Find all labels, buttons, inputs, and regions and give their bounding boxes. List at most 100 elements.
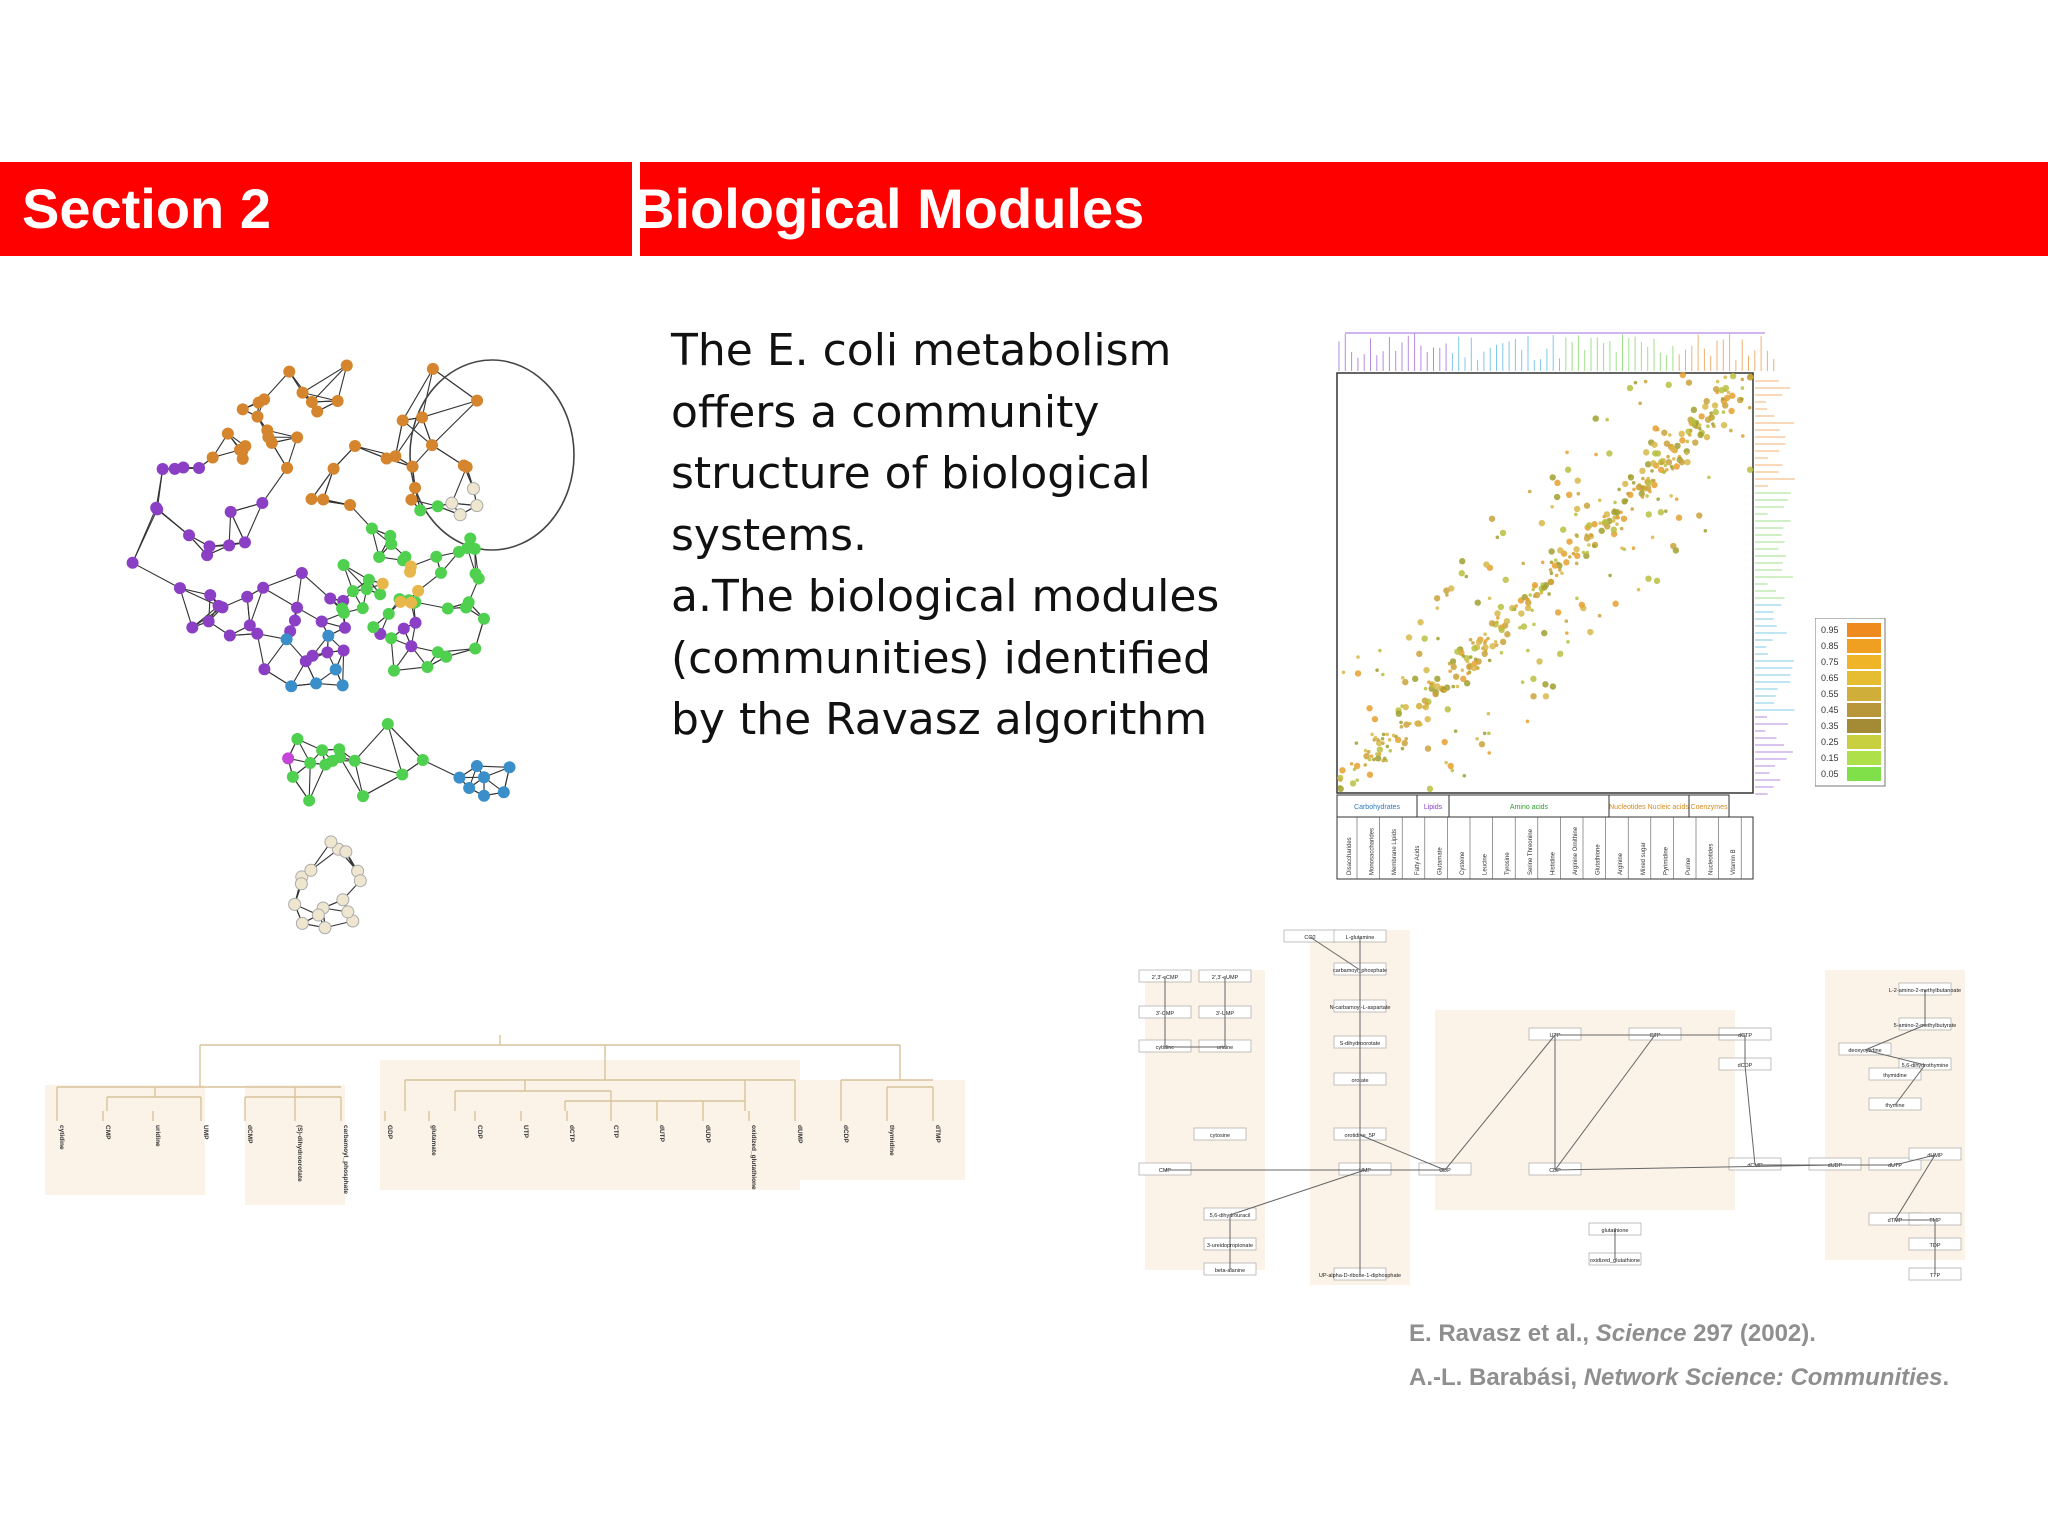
dendrogram-link: [199, 1035, 901, 1087]
matrix-cell: [1432, 690, 1439, 698]
matrix-cell: [1673, 463, 1680, 470]
pathway-node-label: dUTP: [1888, 1163, 1902, 1169]
matrix-cell: [1664, 509, 1668, 513]
dendrogram-leaf-label: thymidine: [888, 1125, 895, 1156]
pathway-node-label: deoxycytidine: [1848, 1048, 1881, 1054]
matrix-cell: [1441, 738, 1448, 746]
network-node: [382, 607, 395, 620]
matrix-cell: [1551, 562, 1559, 569]
matrix-cell: [1475, 736, 1479, 741]
matrix-cell: [1581, 550, 1586, 555]
matrix-cell: [1376, 746, 1384, 753]
matrix-cell: [1423, 686, 1428, 691]
pathway-node: [1418, 1162, 1472, 1176]
network-node: [440, 650, 453, 663]
network-edge: [431, 400, 478, 446]
matrix-cell: [1532, 622, 1536, 627]
network-node: [434, 566, 447, 579]
matrix-cell: [1657, 509, 1665, 516]
matrix-cell: [1656, 497, 1660, 501]
matrix-cell: [1497, 603, 1505, 611]
matrix-cell: [1568, 555, 1572, 559]
matrix-cell: [1669, 494, 1673, 498]
matrix-cell: [1648, 489, 1652, 494]
matrix-cell: [1703, 528, 1708, 533]
matrix-cell: [1740, 386, 1745, 390]
matrix-cell: [1388, 748, 1393, 753]
network-node: [338, 621, 351, 634]
network-node: [221, 427, 234, 440]
matrix-subcategory-label: Membrane Lipids: [1392, 829, 1398, 875]
network-node: [409, 616, 422, 629]
matrix-cell: [1633, 380, 1638, 385]
matrix-cell: [1530, 675, 1537, 683]
matrix-category-label: Carbohydrates: [1354, 804, 1400, 811]
intro-line: a.The biological modules: [671, 571, 1220, 622]
network-node: [385, 537, 398, 550]
network-edge: [394, 420, 404, 457]
network-edge: [337, 365, 348, 402]
legend-swatch: [1847, 719, 1881, 733]
pathway-node-label: UP-alpha-D-ribose-1-diphosphate: [1319, 1273, 1401, 1279]
matrix-cell: [1541, 629, 1548, 637]
network-node: [426, 439, 439, 452]
matrix-cell: [1612, 515, 1616, 520]
matrix-cell: [1423, 666, 1430, 674]
matrix-cell: [1514, 604, 1519, 608]
matrix-cell: [1720, 397, 1725, 401]
matrix-cell: [1587, 628, 1594, 636]
matrix-cell: [1666, 454, 1670, 459]
matrix-cell: [1542, 693, 1550, 700]
matrix-cell: [1434, 675, 1441, 683]
matrix-cell: [1669, 464, 1674, 469]
network-node: [239, 440, 252, 453]
dendrogram-leaf-label: dTMP: [934, 1125, 941, 1143]
matrix-cell: [1385, 732, 1389, 737]
matrix-cell: [1533, 591, 1541, 599]
matrix-cell: [1405, 634, 1413, 641]
matrix-cell: [1615, 522, 1619, 527]
pathway-edge: [1864, 1049, 1926, 1066]
matrix-cell: [1433, 683, 1441, 690]
legend-label: 0.75: [1821, 657, 1839, 667]
matrix-cell: [1576, 491, 1581, 496]
matrix-cell: [1473, 657, 1478, 662]
matrix-cell: [1417, 619, 1424, 626]
matrix-cell: [1465, 659, 1470, 664]
citations: E. Ravasz et al., Science 297 (2002). A.…: [1409, 1320, 1949, 1408]
network-node: [341, 905, 355, 919]
matrix-subcategory-label: Tyrosine: [1505, 852, 1511, 875]
network-edge: [354, 760, 364, 797]
pathway-node: [1193, 1127, 1247, 1141]
pathway-node-label: CO2: [1304, 935, 1315, 941]
matrix-cell: [1711, 402, 1719, 409]
citation-journal: Science: [1595, 1320, 1687, 1347]
dendrogram-leaf-label: GDP: [386, 1125, 393, 1140]
matrix-cell: [1495, 535, 1500, 540]
matrix-cell: [1443, 689, 1447, 693]
pathway-node-label: CMP: [1159, 1168, 1172, 1174]
network-node: [126, 556, 139, 569]
matrix-cell: [1586, 522, 1593, 529]
network-edge: [262, 587, 298, 609]
network-node: [223, 539, 236, 552]
matrix-cell: [1724, 394, 1731, 402]
matrix-color-legend: 0.950.850.750.650.550.450.350.250.150.05: [1815, 618, 1886, 787]
matrix-cell: [1385, 744, 1390, 749]
matrix-cell: [1370, 732, 1374, 737]
matrix-cell: [1419, 722, 1423, 727]
matrix-cell: [1487, 596, 1492, 601]
network-node: [156, 463, 169, 476]
matrix-cell: [1424, 715, 1431, 723]
dendrogram-leaf-label: cytidine: [58, 1125, 65, 1150]
matrix-cell: [1640, 495, 1645, 499]
title-header-bar: Biological Modules: [634, 162, 2048, 256]
network-node: [445, 496, 459, 510]
network-edge: [301, 572, 331, 599]
legend-label: 0.05: [1821, 769, 1839, 779]
matrix-cell: [1574, 552, 1581, 560]
network-node: [373, 550, 386, 563]
matrix-cell: [1503, 617, 1511, 625]
matrix-cell: [1573, 546, 1580, 553]
matrix-cell: [1366, 705, 1373, 712]
